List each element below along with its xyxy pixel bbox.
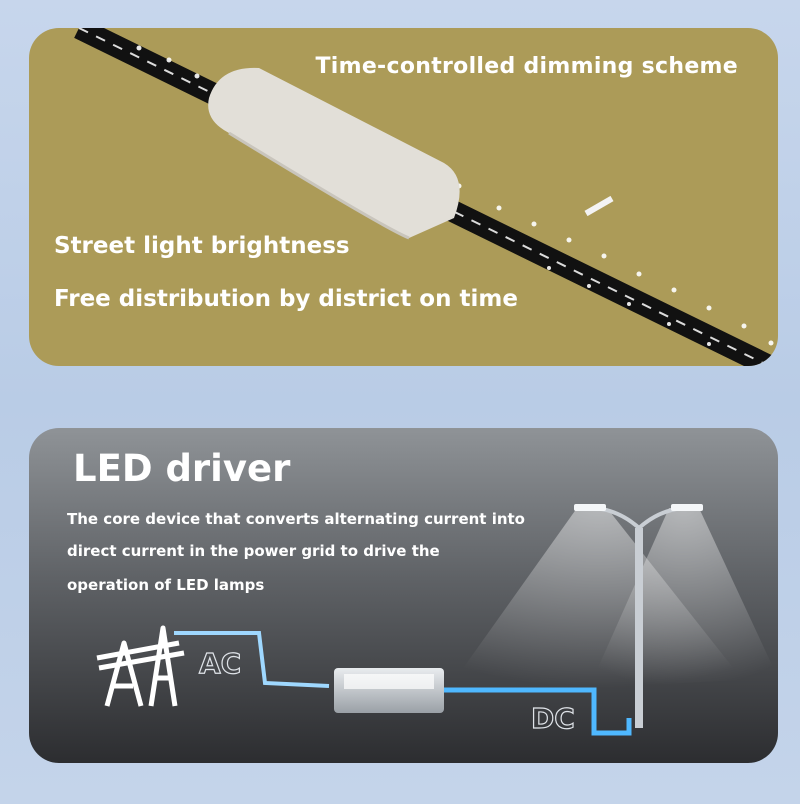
dimming-scheme-title: Time-controlled dimming scheme bbox=[315, 54, 738, 79]
description-line: direct current in the power grid to driv… bbox=[67, 542, 440, 560]
led-driver-panel: AC DC LED driver The core device that co… bbox=[29, 428, 778, 763]
led-driver-title: LED driver bbox=[73, 447, 291, 490]
description-line: operation of LED lamps bbox=[67, 576, 265, 594]
dc-wire bbox=[444, 687, 632, 736]
dimming-scheme-panel: Time-controlled dimming scheme Street li… bbox=[29, 28, 778, 366]
led-driver-icon bbox=[334, 668, 444, 713]
road-sign bbox=[584, 195, 614, 217]
dc-label: DC bbox=[531, 702, 575, 735]
ac-wire bbox=[174, 631, 330, 688]
street-lamp-icon bbox=[574, 504, 703, 728]
brightness-line: Street light brightness bbox=[54, 233, 350, 259]
description-line: The core device that converts alternatin… bbox=[67, 510, 525, 528]
ac-label: AC bbox=[199, 647, 241, 680]
lamp-posts bbox=[136, 45, 774, 346]
led-driver-illustration: AC DC bbox=[96, 504, 778, 736]
tunnel-icon bbox=[208, 67, 460, 240]
distribution-line: Free distribution by district on time bbox=[54, 286, 518, 312]
power-tower-icon bbox=[96, 625, 185, 707]
road-illustration bbox=[74, 28, 774, 366]
